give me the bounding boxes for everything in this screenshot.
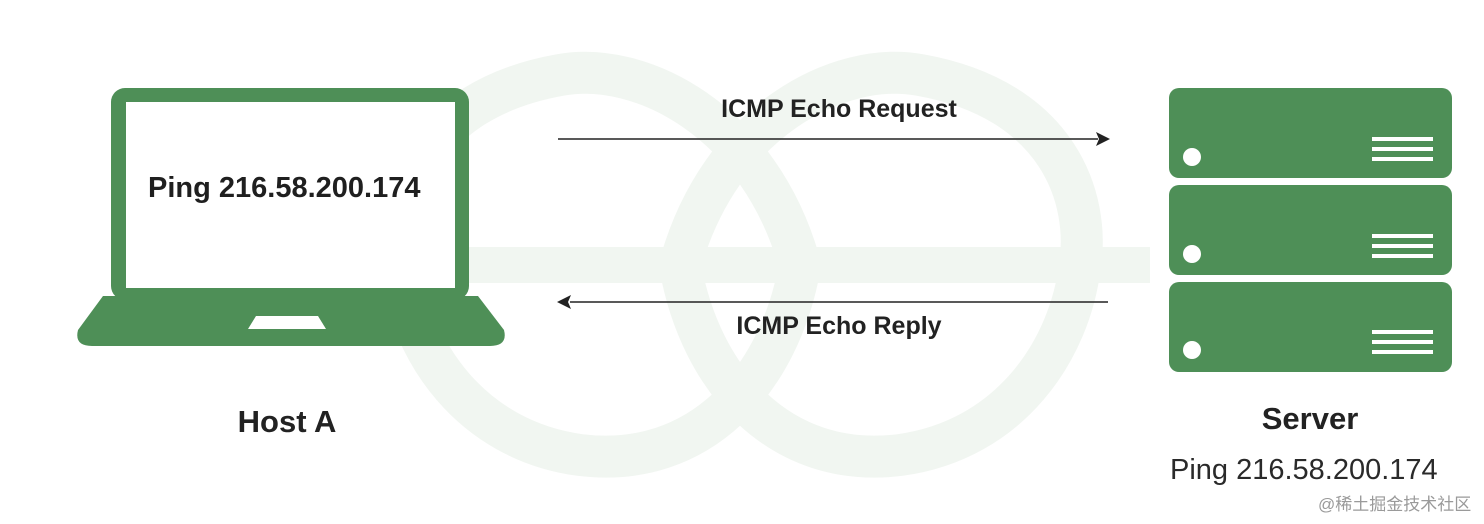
laptop-screen bbox=[126, 102, 455, 288]
server-unit bbox=[1169, 88, 1452, 178]
arrow-head-right-icon bbox=[1096, 132, 1110, 146]
server-unit bbox=[1169, 282, 1452, 372]
laptop-screen-text: Ping 216.58.200.174 bbox=[148, 172, 421, 204]
arrow-head-left-icon bbox=[557, 295, 571, 309]
laptop-touchpad bbox=[248, 316, 326, 329]
server-unit bbox=[1169, 185, 1452, 275]
status-light-icon bbox=[1183, 245, 1201, 263]
reply-arrow bbox=[557, 295, 1108, 309]
reply-label: ICMP Echo Reply bbox=[736, 312, 942, 340]
status-light-icon bbox=[1183, 148, 1201, 166]
status-light-icon bbox=[1183, 341, 1201, 359]
watermark-text: @稀土掘金技术社区 bbox=[1318, 495, 1472, 514]
server-label: Server bbox=[1261, 401, 1359, 436]
server-ping-text: Ping 216.58.200.174 bbox=[1170, 454, 1438, 486]
request-arrow bbox=[558, 132, 1110, 146]
request-label: ICMP Echo Request bbox=[721, 95, 957, 123]
host-label: Host A bbox=[237, 404, 337, 439]
